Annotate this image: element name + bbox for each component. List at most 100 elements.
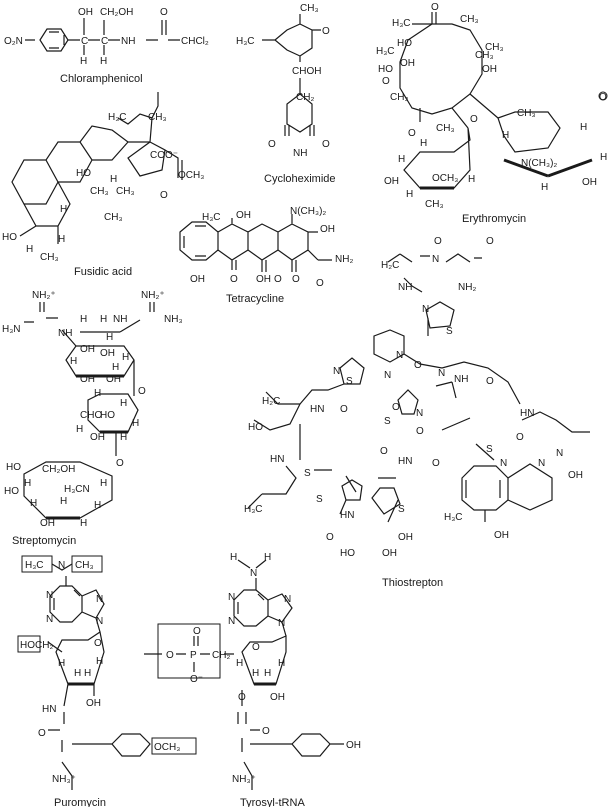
atom-label: O xyxy=(486,236,494,247)
atom-label: H xyxy=(406,189,413,200)
atom-label: NH₂⁺ xyxy=(32,290,56,301)
atom-label: OH xyxy=(190,274,205,285)
atom-label: O xyxy=(516,432,524,443)
atom-label: H xyxy=(94,388,101,399)
atom-label: O xyxy=(238,692,246,703)
atom-label: NH₂ xyxy=(458,282,476,293)
atom-label: N xyxy=(384,370,391,381)
atom-label: HO xyxy=(397,38,412,49)
atom-label: HOCH₂ xyxy=(20,640,53,651)
atom-label: O xyxy=(340,404,348,415)
atom-label: S xyxy=(486,444,493,455)
atom-label: O xyxy=(166,650,174,661)
atom-label: HO xyxy=(378,64,393,75)
highlight-box xyxy=(151,737,197,755)
atom-label: O xyxy=(268,139,276,150)
atom-label: H xyxy=(502,130,509,141)
highlight-box xyxy=(17,635,41,653)
atom-label: O xyxy=(160,7,168,18)
atom-label: HO xyxy=(2,232,17,243)
atom-label: CH₃ xyxy=(390,92,409,103)
atom-label: NH xyxy=(58,328,72,339)
atom-label: CH₃ xyxy=(300,3,319,14)
atom-label: CH₃ xyxy=(104,212,123,223)
atom-label: OH xyxy=(100,348,115,359)
atom-label: CH₂ xyxy=(296,92,314,103)
atom-label: O xyxy=(274,274,282,285)
atom-label: H xyxy=(76,424,83,435)
atom-label: OH xyxy=(40,518,55,529)
atom-label: N xyxy=(250,568,257,579)
atom-label: O xyxy=(431,2,439,13)
atom-label: HN xyxy=(42,704,56,715)
atom-label: CH₃ xyxy=(425,199,444,210)
atom-label: OH xyxy=(400,58,415,69)
atom-label: HO xyxy=(100,410,115,421)
molecule-fusidic-acid: H₃C CH₃ COO⁻ HO O OCH₃ H CH₃ CH₃ CH₃ H H… xyxy=(2,92,204,278)
atom-label: CH₂OH xyxy=(42,464,75,475)
atom-label: NH₂⁺ xyxy=(141,290,165,301)
atom-label: HN xyxy=(520,408,534,419)
atom-label: O xyxy=(38,728,46,739)
atom-label: N xyxy=(396,350,403,361)
atom-label: N xyxy=(538,458,545,469)
atom-label: O xyxy=(414,360,422,371)
bonds xyxy=(247,253,590,523)
atom-label: O xyxy=(316,278,324,289)
atom-label: HN xyxy=(270,454,284,465)
atom-label: HO xyxy=(6,462,21,473)
atom-label: NH xyxy=(398,282,412,293)
atom-label: H₃C xyxy=(236,36,255,47)
atom-label: H xyxy=(236,658,243,669)
atom-label: H xyxy=(398,154,405,165)
atom-label: OH xyxy=(494,530,509,541)
atom-label: CH₃ xyxy=(75,560,94,571)
atom-label: CH₂OH xyxy=(100,7,133,18)
atom-label: O xyxy=(262,726,270,737)
atom-label: OCH₃ xyxy=(432,173,458,184)
atom-label: NH₂ xyxy=(335,254,353,265)
atom-label: O xyxy=(138,386,146,397)
atom-label: NH xyxy=(454,374,468,385)
atom-label: OH xyxy=(382,548,397,559)
atom-label: H xyxy=(100,56,107,67)
atom-label: NH xyxy=(293,148,307,159)
molecule-caption: Tetracycline xyxy=(226,293,284,305)
molecule-caption: Cycloheximide xyxy=(264,173,336,185)
atom-label: S xyxy=(446,326,453,337)
atom-label: H xyxy=(80,314,87,325)
atom-label: S xyxy=(346,376,353,387)
atom-label: NH xyxy=(113,314,127,325)
molecule-streptomycin: NH₂⁺ NH₂⁺ H₃N NH NH NH₃ H H H OH OH H OH… xyxy=(2,290,183,547)
atom-label: H xyxy=(600,152,607,163)
molecule-caption: Chloramphenicol xyxy=(60,73,143,85)
atom-label: H₃C xyxy=(444,512,463,523)
atom-label: H xyxy=(84,668,91,679)
molecule-caption: Thiostrepton xyxy=(382,577,443,589)
atom-label: H xyxy=(100,314,107,325)
atom-label: CH₂ xyxy=(212,650,230,661)
atom-label: N(CH₃)₂ xyxy=(290,206,326,217)
atom-label: H xyxy=(74,668,81,679)
atom-label: OCH₃ xyxy=(178,170,204,181)
atom-label: N xyxy=(438,368,445,379)
atom-label: O xyxy=(322,26,330,37)
atom-label: HN xyxy=(340,510,354,521)
atom-label: O xyxy=(292,274,300,285)
atom-label: N xyxy=(422,304,429,315)
atom-label: H xyxy=(122,352,129,363)
atom-label: OH xyxy=(90,432,105,443)
atom-label: S xyxy=(316,494,323,505)
molecule-tetracycline: H₃C OH N(CH₃)₂ OH NH₂ O OH O OH O O Tetr… xyxy=(179,206,353,305)
atom-label: H xyxy=(26,244,33,255)
atom-label: CH₃ xyxy=(148,112,167,123)
atom-label: O xyxy=(116,458,124,469)
atom-label: H xyxy=(132,418,139,429)
molecule-caption: Fusidic acid xyxy=(74,266,132,278)
atom-label: H xyxy=(468,174,475,185)
atom-label: S xyxy=(304,468,311,479)
atom-label: H xyxy=(264,668,271,679)
atom-label: H₃C xyxy=(108,112,127,123)
atom-label: N xyxy=(228,592,235,603)
bonds xyxy=(262,14,321,136)
